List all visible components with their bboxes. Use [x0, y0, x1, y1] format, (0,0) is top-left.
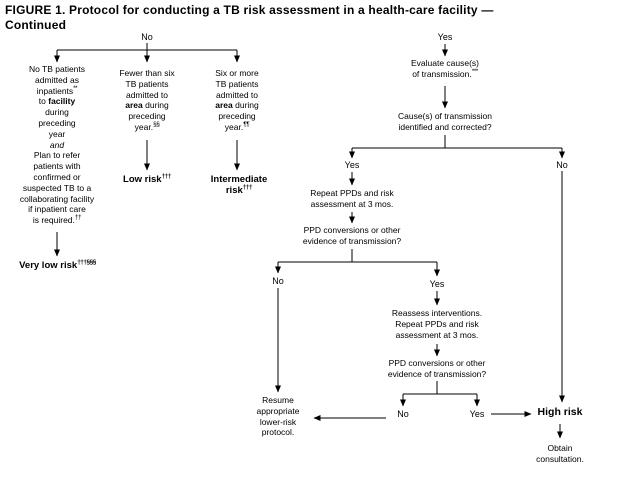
node-resume-lower-risk: Resume appropriate lower-risk protocol.: [233, 395, 323, 438]
node-reassess-interventions: Reassess interventions. Repeat PPDs and …: [367, 308, 507, 340]
text-line: risk†††: [225, 183, 253, 196]
node-evaluate-causes: Evaluate cause(s) of transmission.***: [385, 58, 505, 80]
text-line: Cause(s) of transmission: [397, 111, 492, 121]
text-line: Reassess interventions.: [391, 308, 483, 318]
text-line: Repeat PPDs and risk: [395, 318, 479, 329]
branch-label-yes-ppd1: Yes: [429, 279, 445, 289]
text-line: appropriate: [256, 405, 300, 416]
branch-label-yes-ppd2: Yes: [469, 409, 485, 419]
branch-label-yes-top: Yes: [437, 32, 453, 42]
text-line: Obtain: [547, 443, 573, 453]
text-line: preceding: [218, 111, 256, 122]
text-line: preceding: [38, 117, 76, 128]
branch-label-yes-causes: Yes: [344, 160, 360, 170]
text-line: Repeat PPDs and risk: [310, 188, 394, 198]
rail-ppd2-split: [403, 381, 477, 395]
text-line: area during: [215, 100, 259, 111]
text-line: No TB patients: [28, 64, 86, 74]
text-line: PPD conversions or other: [303, 225, 401, 235]
text-line: and: [49, 139, 65, 150]
text-line: during: [45, 107, 69, 118]
text-line: suspected TB to a: [22, 182, 92, 193]
node-six-or-more: Six or more TB patients admitted to area…: [187, 68, 287, 133]
text-line: Resume: [262, 395, 294, 405]
node-ppd-conversions-question-1: PPD conversions or other evidence of tra…: [282, 225, 422, 247]
node-repeat-ppds: Repeat PPDs and risk assessment at 3 mos…: [287, 188, 417, 210]
text-line: evidence of transmission?: [302, 235, 402, 246]
branch-label-no-top: No: [141, 32, 153, 42]
node-fewer-than-six: Fewer than six TB patients admitted to a…: [97, 68, 197, 133]
text-line: TB patients: [125, 78, 169, 89]
rail-ppd1-split: [278, 249, 437, 263]
text-line: year: [48, 128, 66, 139]
text-line: Intermediate: [210, 174, 268, 185]
text-line: area during: [125, 100, 169, 111]
text-line: Plan to refer: [33, 150, 81, 161]
text-line: year.¶¶: [224, 121, 250, 132]
node-low-risk: Low risk†††: [123, 172, 171, 185]
node-causes-identified-question: Cause(s) of transmission identified and …: [375, 111, 515, 133]
text-line: evidence of transmission?: [387, 368, 487, 379]
text-line: Six or more: [215, 68, 259, 78]
text-line: confirmed or: [33, 171, 81, 182]
node-obtain-consultation: Obtain consultation.: [510, 443, 610, 465]
text-line: identified and corrected?: [398, 121, 492, 132]
text-line: lower-risk: [259, 416, 297, 427]
text-line: if inpatient care: [28, 204, 86, 215]
text-line: admitted as: [35, 74, 79, 85]
node-high-risk: High risk: [537, 406, 583, 418]
figure-title: FIGURE 1. Protocol for conducting a TB r…: [5, 3, 625, 33]
text-line: protocol.: [261, 427, 295, 438]
text-line: preceding: [128, 111, 166, 122]
branch-label-no-ppd1: No: [272, 276, 284, 286]
text-line: collaborating facility: [19, 193, 95, 204]
text-line: of transmission.***: [412, 67, 478, 79]
text-line: admitted to: [125, 89, 169, 100]
title-line: FIGURE 1. Protocol for conducting a TB r…: [5, 3, 494, 17]
rail-no-branch: [57, 43, 237, 51]
rail-causes-split: [352, 135, 562, 149]
text-line: assessment at 3 mos.: [310, 198, 394, 209]
node-no-tb-patients: No TB patients admitted as inpatients** …: [2, 64, 112, 226]
text-line: patients with: [33, 161, 81, 172]
node-ppd-conversions-question-2: PPD conversions or other evidence of tra…: [367, 358, 507, 380]
text-line: assessment at 3 mos.: [395, 329, 479, 340]
text-line: to facility: [38, 96, 76, 107]
text-line: Fewer than six: [119, 68, 175, 78]
text-line: inpatients**: [36, 84, 78, 96]
text-line: Evaluate cause(s): [410, 58, 480, 68]
branch-label-no-ppd2: No: [397, 409, 409, 419]
text-line: consultation.: [536, 453, 584, 464]
branch-label-no-causes: No: [556, 160, 568, 170]
text-line: admitted to: [215, 89, 259, 100]
text-line: year.§§: [134, 121, 160, 132]
text-line: TB patients: [215, 78, 259, 89]
title-line: Continued: [5, 18, 67, 32]
text-line: PPD conversions or other: [388, 358, 486, 368]
text-line: is required.††: [32, 214, 82, 226]
node-very-low-risk: Very low risk†††§§§: [19, 258, 96, 271]
node-intermediate-risk: Intermediate risk†††: [184, 174, 294, 196]
